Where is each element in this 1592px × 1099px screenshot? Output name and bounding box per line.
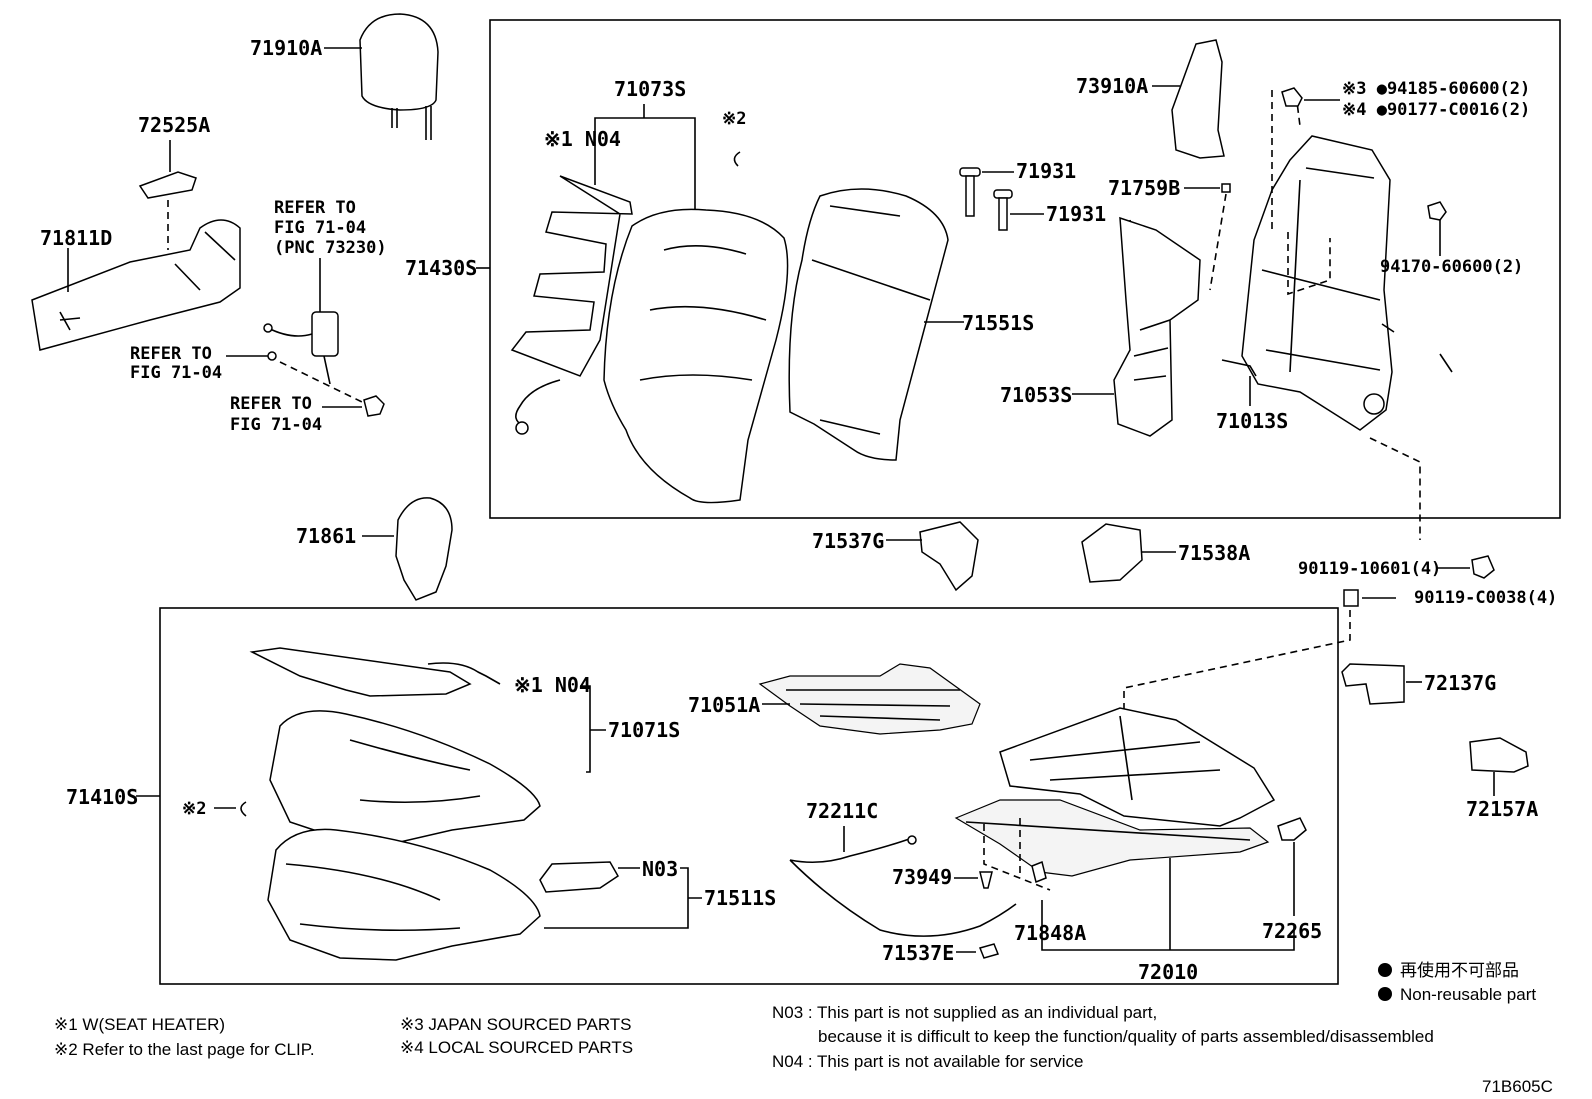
lumbar-support-71053S bbox=[1113, 216, 1201, 437]
nut-94185 bbox=[1281, 87, 1303, 107]
side-shield-71811D bbox=[31, 219, 241, 351]
label-71013S: 71013S bbox=[1216, 409, 1288, 433]
legend-nonreusable-en: Non-reusable part bbox=[1400, 985, 1536, 1004]
label-72525A: 72525A bbox=[138, 113, 210, 137]
label-71861: 71861 bbox=[296, 524, 356, 548]
label-nut-japan: ※3 ●94185-60600(2) bbox=[1342, 79, 1530, 99]
seatback-cover bbox=[603, 208, 789, 504]
label-71910A: 71910A bbox=[250, 36, 322, 60]
cushion-heater-mat bbox=[249, 647, 472, 697]
bolt-71931-a bbox=[959, 167, 981, 217]
label-71931-a: 71931 bbox=[1016, 159, 1076, 183]
label-72265: 72265 bbox=[1262, 919, 1322, 943]
nut-94170 bbox=[1427, 201, 1447, 221]
seatback-heater-mat bbox=[510, 175, 633, 377]
side-cover-73910A bbox=[1171, 39, 1225, 159]
cover-72137G bbox=[1341, 663, 1405, 705]
label-71073S: 71073S bbox=[614, 77, 686, 101]
label-71537G: 71537G bbox=[812, 529, 884, 553]
label-94170: 94170-60600(2) bbox=[1380, 257, 1523, 277]
bolt-71931-b bbox=[993, 189, 1013, 231]
refer-b-line1: REFER TO bbox=[230, 394, 312, 414]
seatback-pad bbox=[788, 188, 949, 461]
cover-72157A bbox=[1469, 737, 1529, 773]
label-71051A: 71051A bbox=[688, 693, 760, 717]
label-71811D: 71811D bbox=[40, 226, 112, 250]
label-71430S: 71430S bbox=[405, 256, 477, 280]
refer-a-line2: FIG 71-04 bbox=[130, 363, 222, 383]
seatback-frame-71013S bbox=[1241, 135, 1393, 431]
legend-nonreusable-jp: 再使用不可部品 bbox=[1400, 960, 1519, 980]
label-71511S: 71511S bbox=[704, 886, 776, 910]
bracket-71537G bbox=[919, 521, 979, 592]
label-clip-top: ※2 bbox=[722, 109, 746, 129]
footnote-n03-line2: because it is difficult to keep the func… bbox=[818, 1027, 1434, 1046]
clip-71759B bbox=[1221, 183, 1231, 193]
seatback-group-box bbox=[489, 19, 1561, 519]
seat-frame-72010 bbox=[999, 707, 1276, 827]
cushion-pad bbox=[267, 828, 541, 961]
label-n04-top: ※1 N04 bbox=[544, 127, 621, 151]
label-73949: 73949 bbox=[892, 865, 952, 889]
label-71537E: 71537E bbox=[882, 941, 954, 965]
label-72157A: 72157A bbox=[1466, 797, 1538, 821]
footnote-n04: N04 : This part is not available for ser… bbox=[772, 1052, 1084, 1071]
seat-belt-buckle bbox=[263, 311, 339, 385]
footnote-4: ※4 LOCAL SOURCED PARTS bbox=[400, 1038, 633, 1057]
label-72211C: 72211C bbox=[806, 799, 878, 823]
label-clip-bottom: ※2 bbox=[182, 799, 206, 819]
clip-71848A bbox=[1031, 860, 1047, 884]
label-nut-local: ※4 ●90177-C0016(2) bbox=[1342, 100, 1530, 120]
refer-a-line1: REFER TO bbox=[130, 344, 212, 364]
bolt-90119-10601 bbox=[1471, 555, 1495, 579]
seat-spring-71051A bbox=[758, 663, 981, 735]
label-71551S: 71551S bbox=[962, 311, 1034, 335]
figure-code: 71B605C bbox=[1482, 1077, 1553, 1096]
nonreusable-dot-en bbox=[1378, 987, 1392, 1001]
footnote-1: ※1 W(SEAT HEATER) bbox=[54, 1015, 225, 1034]
nonreusable-dot-jp bbox=[1378, 963, 1392, 977]
bracket-71538A bbox=[1081, 523, 1143, 583]
label-73910A: 73910A bbox=[1076, 74, 1148, 98]
bolt-90119-C0038 bbox=[1343, 589, 1359, 607]
label-71410S: 71410S bbox=[66, 785, 138, 809]
cover-72265 bbox=[1277, 817, 1307, 841]
footnote-2: ※2 Refer to the last page for CLIP. bbox=[54, 1040, 315, 1059]
label-71053S: 71053S bbox=[1000, 383, 1072, 407]
label-72137G: 72137G bbox=[1424, 671, 1496, 695]
refer-pnc-line2: FIG 71-04 bbox=[274, 218, 366, 238]
footnote-3: ※3 JAPAN SOURCED PARTS bbox=[400, 1015, 632, 1034]
refer-pnc-line1: REFER TO bbox=[274, 198, 356, 218]
bracket-71537E bbox=[978, 943, 1000, 959]
bolt-refer-b bbox=[363, 395, 385, 417]
label-72010: 72010 bbox=[1138, 960, 1198, 984]
refer-b-line2: FIG 71-04 bbox=[230, 415, 322, 435]
cover-71861 bbox=[395, 497, 453, 601]
refer-pnc-line3: (PNC 73230) bbox=[274, 238, 387, 258]
clip-73949 bbox=[979, 871, 993, 889]
cushion-cover bbox=[269, 710, 541, 843]
headrest-part bbox=[359, 13, 439, 140]
footnote-n03-line1: N03 : This part is not supplied as an in… bbox=[772, 1003, 1157, 1022]
label-n04-bottom: ※1 N04 bbox=[514, 673, 591, 697]
label-90119-C0038: 90119-C0038(4) bbox=[1414, 588, 1557, 608]
label-71759B: 71759B bbox=[1108, 176, 1180, 200]
cover-72525A bbox=[138, 171, 197, 199]
label-71848A: 71848A bbox=[1014, 921, 1086, 945]
label-71931-b: 71931 bbox=[1046, 202, 1106, 226]
label-n03: N03 bbox=[642, 857, 678, 881]
part-n03 bbox=[539, 861, 619, 893]
label-90119-10601: 90119-10601(4) bbox=[1298, 559, 1441, 579]
cable-72211C bbox=[789, 837, 1017, 937]
label-71538A: 71538A bbox=[1178, 541, 1250, 565]
label-71071S: 71071S bbox=[608, 718, 680, 742]
